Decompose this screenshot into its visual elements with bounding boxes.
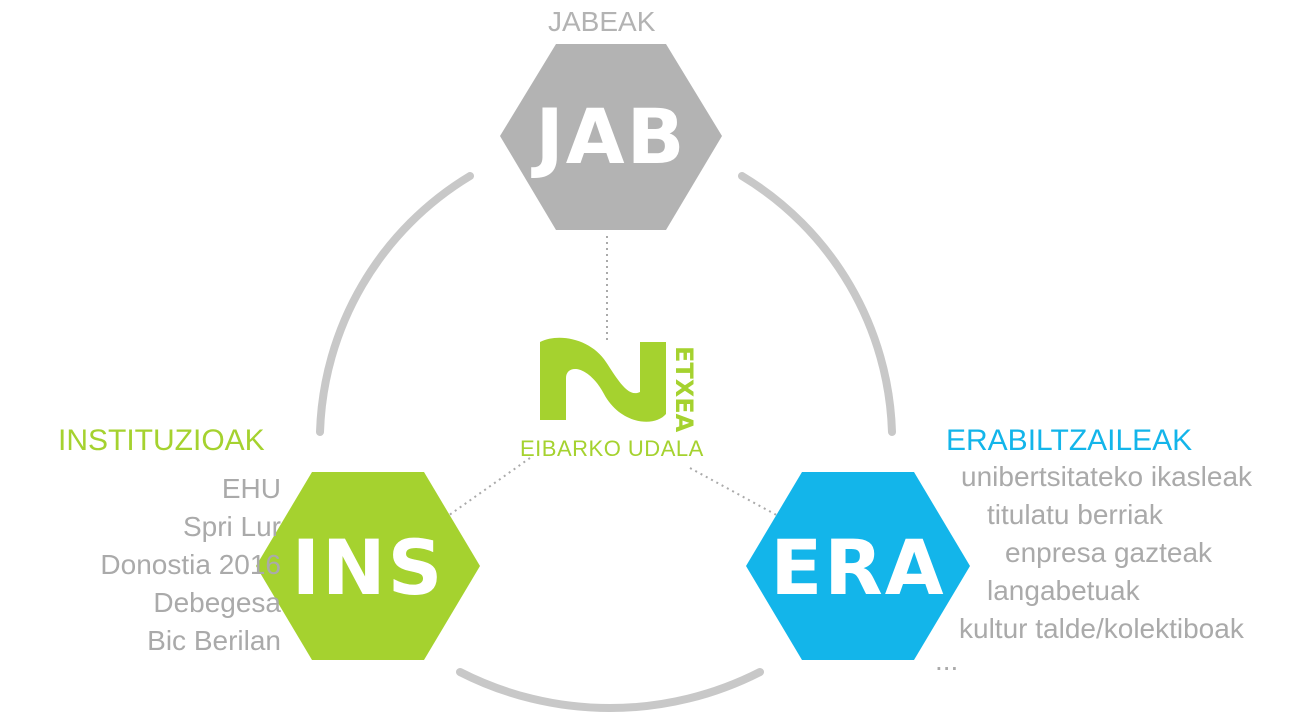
jab-hexagon: JAB: [500, 44, 722, 230]
list-item: EHU: [221, 473, 281, 504]
list-item: unibertsitateko ikasleak: [961, 461, 1253, 492]
list-item: langabetuak: [987, 575, 1140, 606]
list-item: Spri Lur: [182, 511, 281, 542]
list-item: Donostia 2016: [100, 549, 281, 580]
list-item: Debegesa: [153, 587, 281, 618]
arc-right: [738, 172, 896, 436]
list-item: ...: [935, 645, 959, 676]
list-item: enpresa gazteak: [1005, 537, 1213, 568]
connector-era: [689, 467, 783, 519]
era-hex-label: ERA: [770, 523, 945, 612]
eibarko-udala-caption: EIBARKO UDALA: [520, 436, 704, 461]
erabiltzaileak-title: ERABILTZAILEAK: [946, 424, 1193, 457]
ins-hexagon: INS: [256, 472, 480, 660]
arc-bottom: [456, 668, 764, 712]
list-item: kultur talde/kolektiboak: [959, 613, 1244, 644]
logo-m-shape: [540, 337, 666, 422]
arc-left: [316, 172, 474, 436]
list-item: titulatu berriak: [987, 499, 1163, 530]
era-hexagon: ERA: [746, 472, 970, 660]
instituzioak-title: INSTITUZIOAK: [58, 424, 265, 457]
jab-hex-label: JAB: [530, 92, 686, 181]
connector-ins: [444, 457, 531, 519]
jabeak-title: JABEAK: [548, 6, 656, 37]
logo-side-text: ETXEA: [670, 346, 698, 433]
instituzioak-list: EHU Spri Lur Donostia 2016 Debegesa Bic …: [100, 470, 281, 660]
list-item: Bic Berilan: [147, 625, 281, 656]
metxea-logo: ETXEA: [540, 337, 698, 433]
erabiltzaileak-list: unibertsitateko ikasleak titulatu berria…: [935, 458, 1253, 680]
ins-hex-label: INS: [292, 523, 445, 612]
